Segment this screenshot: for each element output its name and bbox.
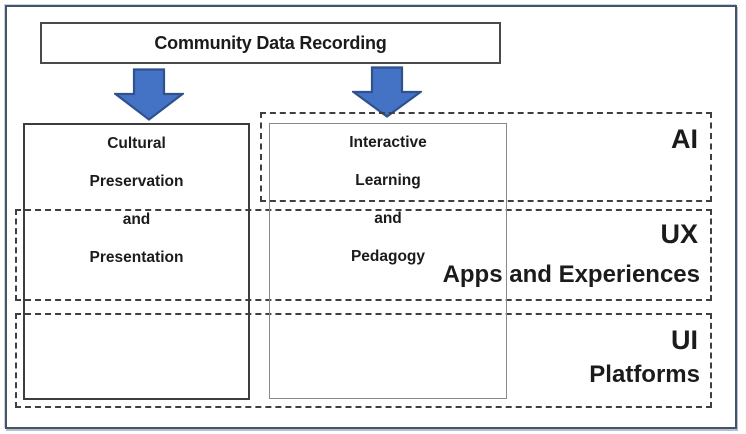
- ai-label: AI: [671, 124, 698, 154]
- cultural-preservation-box: Cultural Preservation and Presentation: [23, 123, 250, 400]
- apps-experiences-label: Apps and Experiences: [442, 261, 700, 288]
- platforms-label: Platforms: [589, 361, 700, 388]
- box-line: Cultural: [107, 135, 166, 152]
- ai-band: AI: [260, 112, 712, 202]
- box-line: Learning: [355, 172, 421, 189]
- down-arrow-icon: [352, 66, 422, 118]
- box-line: Pedagogy: [350, 248, 426, 265]
- interactive-learning-box: Interactive Learning and Pedagogy: [269, 123, 507, 399]
- box-line: Preservation: [89, 173, 184, 190]
- box-line: Interactive: [349, 134, 427, 151]
- box-line: Presentation: [89, 249, 184, 266]
- community-data-recording-box: Community Data Recording: [40, 22, 501, 64]
- ui-band: UI Platforms: [15, 313, 712, 408]
- outer-frame: [5, 5, 737, 429]
- box-text: Cultural Preservation and Presentation: [25, 125, 248, 277]
- ux-band: UX Apps and Experiences: [15, 209, 712, 301]
- down-arrow-icon: [114, 68, 184, 121]
- box-text: Interactive Learning and Pedagogy: [270, 124, 506, 276]
- ux-label: UX: [660, 219, 698, 249]
- ui-label: UI: [671, 325, 698, 355]
- box-line: and: [374, 210, 402, 227]
- title-label: Community Data Recording: [154, 32, 387, 53]
- box-line: and: [122, 211, 151, 228]
